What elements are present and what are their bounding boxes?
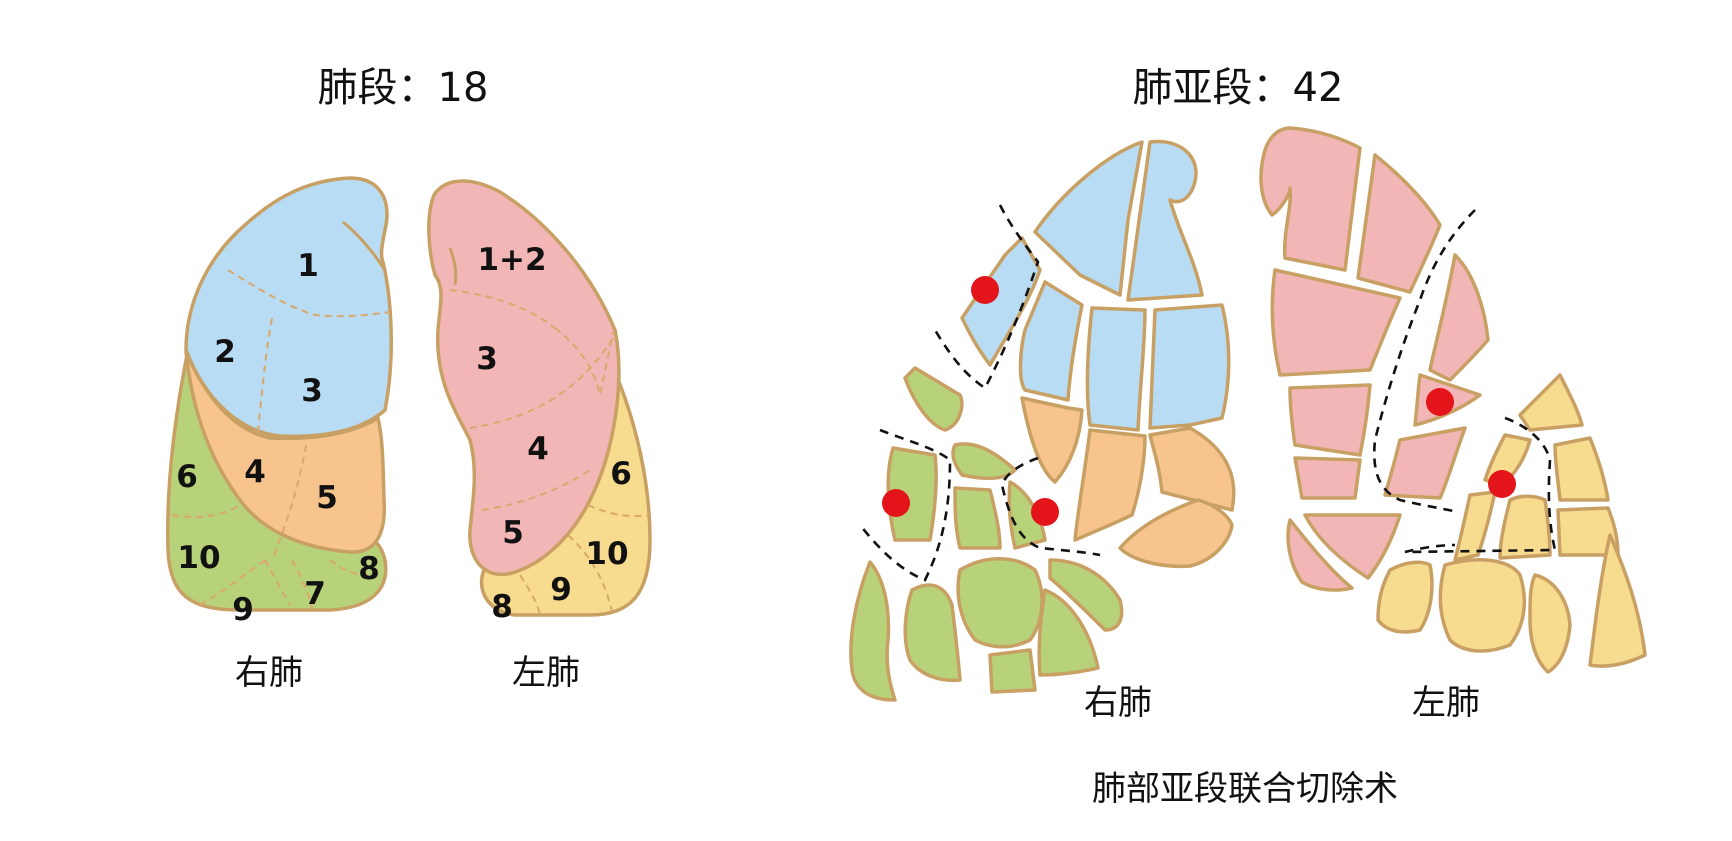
segment-label: 4 xyxy=(244,454,266,490)
segment-label: 6 xyxy=(176,459,198,495)
subsegment-piece xyxy=(1356,153,1442,294)
subsegment-piece xyxy=(1303,513,1402,580)
segment-label: 7 xyxy=(304,576,326,612)
subsegment-piece xyxy=(1270,268,1402,377)
subsegment-piece xyxy=(1383,426,1467,500)
segment-label: 8 xyxy=(358,551,380,587)
subsegment-piece xyxy=(903,583,962,683)
segment-label: 10 xyxy=(177,540,220,576)
subsegment-piece xyxy=(1259,126,1362,272)
subsegment-piece xyxy=(903,366,964,432)
left-lung-label: 左肺 xyxy=(512,653,580,693)
segment-label: 9 xyxy=(550,572,572,608)
subsegment-piece xyxy=(1126,139,1204,302)
subsegment-piece xyxy=(1288,383,1372,457)
left-lung-subsegments-diagram xyxy=(1259,126,1647,674)
segment-label: 5 xyxy=(502,515,524,551)
right-upper-lobe xyxy=(184,176,393,439)
subsegment-piece xyxy=(1048,558,1124,632)
subsegment-piece xyxy=(1553,436,1610,502)
subsegment-piece xyxy=(956,557,1044,649)
subsegment-piece xyxy=(1528,573,1572,674)
subsegment-piece xyxy=(1148,303,1231,430)
subsegment-piece xyxy=(1020,396,1084,484)
segment-label: 10 xyxy=(585,536,628,572)
segment-label: 5 xyxy=(316,480,338,516)
subsegment-piece xyxy=(1037,588,1100,677)
segment-label: 3 xyxy=(301,373,323,409)
left-upper-lobe xyxy=(427,179,621,577)
right-lung-segments-diagram: 1 2 3 4 5 6 7 8 9 10 xyxy=(166,176,393,628)
cut-line xyxy=(933,204,1040,390)
resection-marker xyxy=(971,276,999,304)
subsegment-piece xyxy=(849,560,897,702)
subsegment-piece xyxy=(1073,428,1147,542)
right-lung-label: 右肺 xyxy=(235,653,303,693)
segment-label: 8 xyxy=(491,589,513,625)
subsegment-piece xyxy=(1518,373,1584,432)
subsegment-piece xyxy=(1438,558,1527,653)
subsegment-piece xyxy=(1498,494,1552,560)
subsegment-right-lung-label: 右肺 xyxy=(1084,683,1152,723)
resection-marker xyxy=(882,489,910,517)
subsegment-piece xyxy=(960,236,1042,367)
subsegments-title: 肺亚段：42 xyxy=(1133,65,1344,111)
resection-marker xyxy=(1031,498,1059,526)
subsegment-piece xyxy=(1293,456,1362,500)
segments-title: 肺段：18 xyxy=(318,65,489,111)
segment-label: 6 xyxy=(610,456,632,492)
cut-line xyxy=(1373,209,1476,514)
subsegment-piece xyxy=(1286,518,1354,592)
subsegment-piece xyxy=(1148,426,1236,512)
subsegment-piece xyxy=(1428,253,1490,382)
subsegment-piece xyxy=(1033,140,1144,297)
segment-label: 4 xyxy=(527,431,549,467)
procedure-caption: 肺部亚段联合切除术 xyxy=(1092,769,1398,809)
subsegment-piece xyxy=(1085,306,1147,432)
left-lung-segments-diagram: 1+2 3 4 5 6 8 9 10 xyxy=(427,179,652,625)
subsegment-piece xyxy=(953,486,1002,550)
subsegment-piece xyxy=(1376,560,1434,634)
segment-label: 1 xyxy=(297,248,319,284)
subsegment-piece xyxy=(1453,490,1497,562)
subsegment-piece xyxy=(951,442,1017,481)
subsegment-piece xyxy=(886,446,938,542)
cut-line xyxy=(1404,416,1557,554)
resection-marker xyxy=(1426,388,1454,416)
segment-label: 9 xyxy=(232,592,254,628)
subsegment-left-lung-label: 左肺 xyxy=(1412,683,1480,723)
subsegment-piece xyxy=(1018,280,1084,402)
segment-label: 2 xyxy=(214,334,236,370)
resection-marker xyxy=(1488,470,1516,498)
subsegment-piece xyxy=(1588,533,1647,668)
right-middle-lobe xyxy=(184,350,387,554)
right-lung-subsegments-diagram xyxy=(849,139,1236,702)
segment-label: 1+2 xyxy=(477,242,546,278)
subsegment-piece xyxy=(988,648,1037,694)
segment-label: 3 xyxy=(476,341,498,377)
subsegment-piece xyxy=(1118,498,1234,569)
